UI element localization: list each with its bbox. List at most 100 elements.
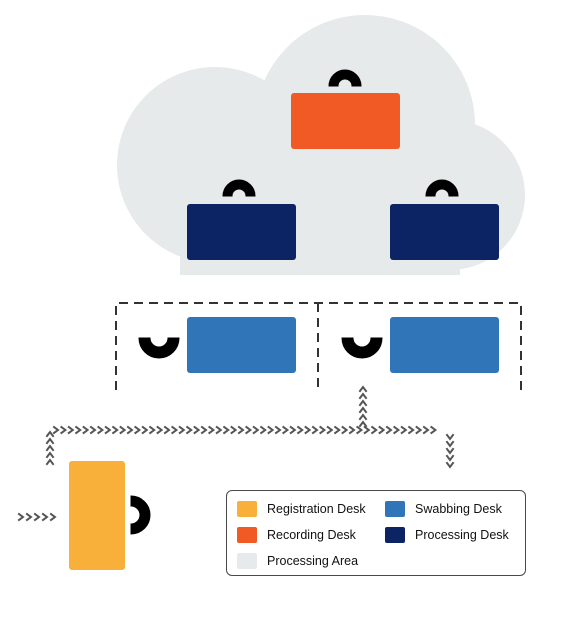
flow-chevron	[400, 425, 408, 435]
flow-chevron	[104, 425, 112, 435]
flow-chevron	[237, 425, 245, 435]
flow-chevron	[49, 512, 57, 522]
flow-chevron	[289, 425, 297, 435]
flow-chevron	[45, 444, 55, 452]
flow-chevron	[33, 512, 41, 522]
flow-chevron	[358, 399, 368, 407]
flow-chevron	[304, 425, 312, 435]
legend-swatch	[237, 553, 257, 569]
flow-chevron	[422, 425, 430, 435]
flow-chevron	[208, 425, 216, 435]
flow-chevron	[378, 425, 386, 435]
legend-item-recording: Recording Desk	[237, 527, 356, 543]
flow-chevron	[252, 425, 260, 435]
flow-chevron	[415, 425, 423, 435]
flow-chevron	[171, 425, 179, 435]
flow-chevron	[296, 425, 304, 435]
processing-desk-station-right	[390, 179, 499, 260]
flow-chevron	[200, 425, 208, 435]
flow-chevron	[60, 425, 68, 435]
flow-chevron	[358, 392, 368, 400]
legend-item-processing-desk: Processing Desk	[385, 527, 509, 543]
recording-desk-station	[291, 69, 400, 149]
flow-chevron	[126, 425, 134, 435]
flow-chevron	[17, 512, 25, 522]
flow-chevron	[97, 425, 105, 435]
flow-chevron	[245, 425, 253, 435]
legend-item-registration: Registration Desk	[237, 501, 366, 517]
swabbing-desk	[390, 317, 499, 373]
person-icon	[425, 179, 459, 197]
recording-desk	[291, 93, 400, 149]
swabbing-desk	[187, 317, 296, 373]
flow-chevron	[259, 425, 267, 435]
flow-chevron	[193, 425, 201, 435]
legend-item-swabbing: Swabbing Desk	[385, 501, 502, 517]
flow-chevron	[318, 425, 327, 435]
flow-chevron	[281, 425, 290, 435]
legend-swatch	[385, 501, 405, 517]
flow-chevron	[45, 430, 55, 438]
registration-desk	[69, 461, 125, 570]
processing-desk	[187, 204, 296, 260]
flow-chevron	[156, 425, 164, 435]
flow-chevron	[267, 425, 275, 435]
flow-chevron	[82, 425, 90, 435]
flow-chevron	[274, 425, 282, 435]
legend: Registration Desk Swabbing Desk Recordin…	[226, 490, 526, 576]
flow-chevron	[348, 425, 356, 435]
flow-chevron	[392, 425, 401, 435]
flow-chevron	[445, 440, 455, 448]
flow-chevron	[407, 425, 415, 435]
flow-chevron	[67, 425, 75, 435]
flow-chevron	[358, 385, 368, 393]
legend-swatch	[385, 527, 405, 543]
flow-chevron	[148, 425, 156, 435]
flow-chevron	[25, 512, 33, 522]
flow-chevron	[445, 454, 455, 462]
flow-chevron	[119, 425, 127, 435]
flow-chevron	[163, 425, 171, 435]
processing-desk-station-left	[187, 179, 296, 260]
flow-chevron	[358, 413, 368, 421]
flow-chevron	[89, 425, 97, 435]
flow-chevron	[385, 425, 393, 435]
flow-chevron	[311, 425, 319, 435]
flow-chevron	[333, 425, 341, 435]
flow-chevron	[215, 425, 223, 435]
flow-chevron	[111, 425, 119, 435]
flow-chevron	[230, 425, 238, 435]
flow-chevron	[445, 461, 455, 469]
flow-chevron	[52, 425, 60, 435]
legend-label: Registration Desk	[267, 502, 366, 516]
flow-chevron	[445, 433, 455, 441]
person-icon	[222, 179, 256, 197]
person-icon	[130, 495, 151, 535]
flow-chevron	[358, 420, 368, 428]
legend-label: Processing Area	[267, 554, 359, 568]
swabbing-desk-station-left	[138, 317, 296, 373]
flow-chevron	[178, 425, 186, 435]
legend-swatch	[237, 527, 257, 543]
flow-chevron	[429, 425, 438, 435]
legend-item-processing-area: Processing Area	[237, 553, 358, 569]
registration-desk-station	[69, 461, 151, 570]
flow-chevron	[326, 425, 334, 435]
legend-label: Swabbing Desk	[415, 502, 502, 516]
flow-chevron	[45, 451, 55, 459]
flow-chevron	[141, 425, 149, 435]
flow-chevron	[358, 406, 368, 414]
flow-chevron	[341, 425, 349, 435]
processing-desk	[390, 204, 499, 260]
flow-chevron	[370, 425, 378, 435]
legend-label: Processing Desk	[415, 528, 509, 542]
flow-chevron	[74, 425, 82, 435]
flow-chevron	[45, 437, 55, 445]
person-icon	[328, 69, 362, 87]
flow-chevron	[134, 425, 142, 435]
legend-swatch	[237, 501, 257, 517]
flow-arrows	[17, 385, 455, 522]
swabbing-desk-station-right	[341, 317, 499, 373]
person-icon	[138, 337, 180, 359]
